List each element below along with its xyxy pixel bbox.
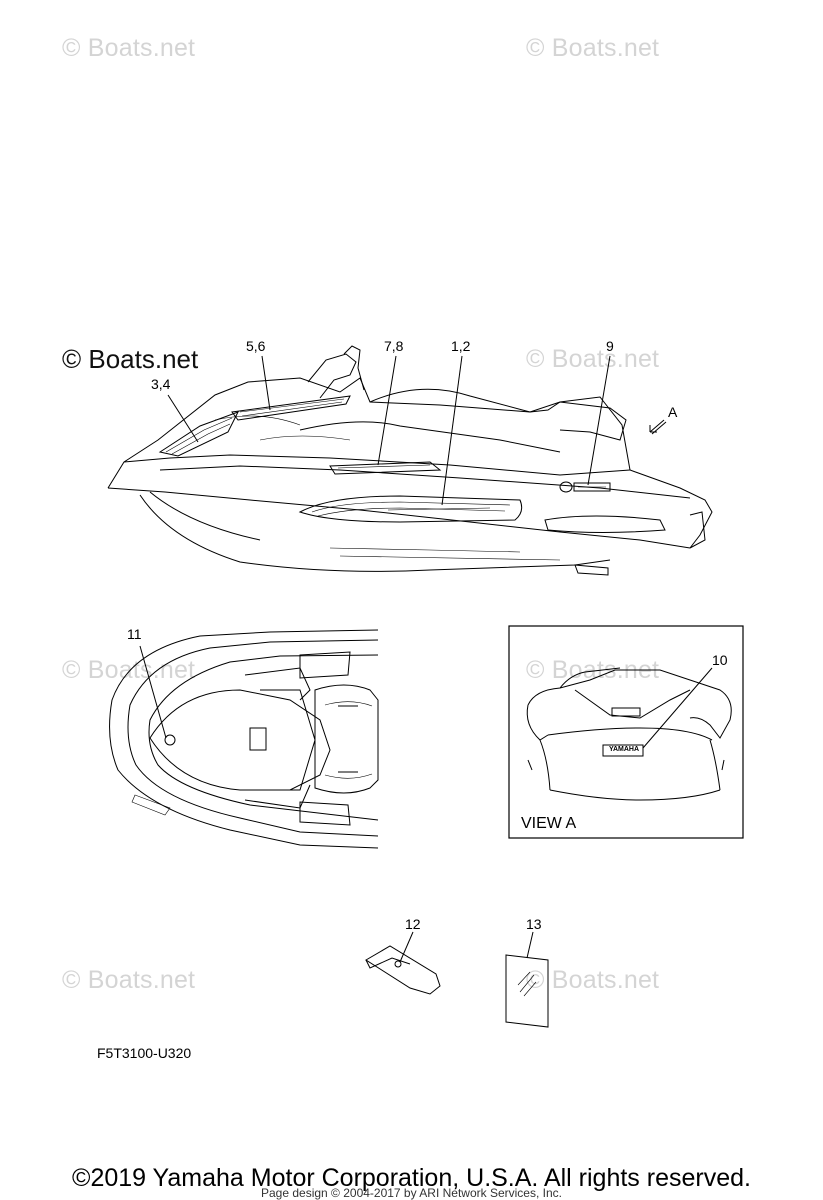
copyright-notice: ©2019 Yamaha Motor Corporation, U.S.A. A… [72,1164,751,1192]
part-13-manual [505,954,549,1028]
watermark: © Boats.net [526,34,660,62]
view-a-rear-view [526,667,732,801]
watermark: © Boats.net [62,966,196,994]
callout-5-6: 5,6 [246,338,266,354]
diagram-code: F5T3100-U320 [97,1045,192,1061]
leader-line-11 [139,645,167,739]
callout-13: 13 [526,916,542,932]
callout-12: 12 [405,916,421,932]
watercraft-top-view [109,629,379,849]
page-design-notice: Page design © 2004-2017 by ARI Network S… [260,1186,562,1200]
watercraft-side-view [107,345,713,576]
view-a-label: VIEW A [521,815,577,832]
callout-1-2: 1,2 [451,338,471,354]
callout-3-4: 3,4 [151,376,171,392]
view-a-box [508,625,744,839]
callout-7-8: 7,8 [384,338,404,354]
leader-line-13 [526,931,534,959]
decal-yamaha-label: YAMAHA [608,746,640,753]
callout-10: 10 [712,652,728,668]
view-a-arrow-label: A [668,404,678,420]
callout-11: 11 [127,626,142,642]
watermark: © Boats.net [526,345,660,373]
callout-9: 9 [606,338,614,354]
leader-line-12 [399,931,414,963]
part-12-pouch [365,945,441,995]
watermark-strong: © Boats.net [62,344,199,374]
leader-line-10 [642,667,713,749]
watermark: © Boats.net [62,34,196,62]
leader-lines-side [167,355,611,506]
